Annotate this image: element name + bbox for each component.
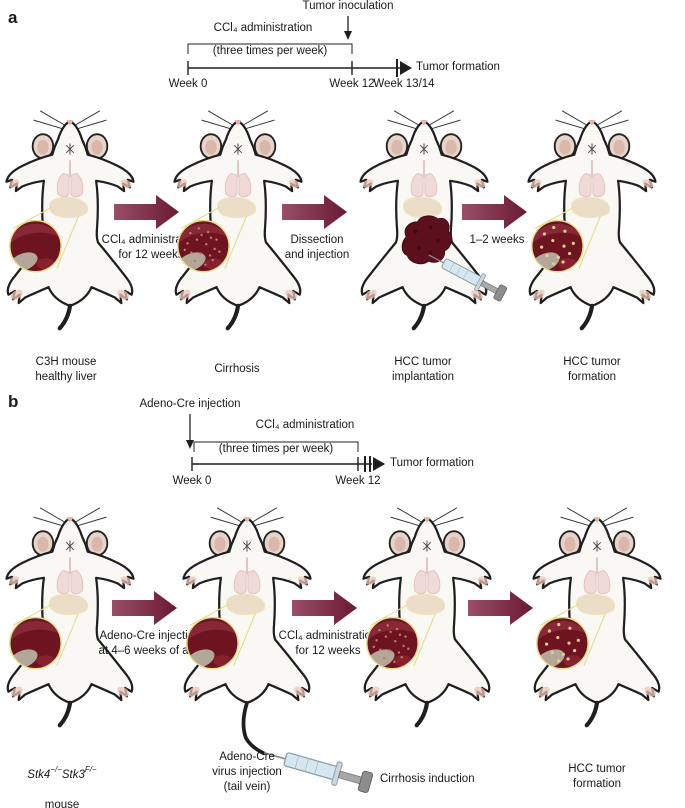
- caption-c3h-mouse: C3H mouse healthy liver: [35, 356, 97, 383]
- caption-cirrhosis-induction: Cirrhosis induction: [380, 773, 475, 785]
- flow-arrow-b2: [292, 591, 357, 625]
- arrow-a2-label: Dissection and injection: [284, 234, 350, 261]
- gene1: Stk4: [27, 768, 51, 781]
- flow-arrow-b1: [112, 591, 177, 625]
- tumor-icon: [401, 215, 453, 265]
- mouse-hcc-formation: [522, 108, 662, 332]
- caption-hcc-formation: HCC tumor formation: [563, 356, 621, 383]
- tail-vein: [241, 701, 266, 756]
- ccl4-administration-label-b: CCl₄ administration: [255, 419, 355, 431]
- ccl4-administration-label: CCl₄ administration: [213, 22, 313, 34]
- caption-cirrhosis: Cirrhosis: [214, 363, 260, 375]
- gene2-superscript: F/−: [84, 765, 97, 775]
- caption-adeno-cre-injection: Adeno-Cre virus injection (tail vein): [212, 751, 282, 793]
- week0-label: Week 0: [168, 78, 208, 90]
- panel-a-label: a: [8, 8, 18, 27]
- flow-arrow-a1: [114, 195, 179, 229]
- timeline-b: Adeno-Cre injection CCl₄ administration …: [120, 398, 540, 498]
- gene2: Stk3: [61, 768, 85, 781]
- caption-hcc-formation-b: HCC tumor formation: [568, 763, 626, 790]
- caption-stk-mouse-word: mouse: [44, 798, 80, 808]
- arrow-b2-label: CCl₄ administration for 12 weeks: [278, 630, 378, 657]
- timeline-a: Tumor inoculation CCl₄ administration (t…: [150, 0, 540, 100]
- mouse-illustration: [532, 506, 662, 729]
- mouse-hcc-formation-b: [527, 505, 667, 729]
- tumor-formation-label-b: Tumor formation: [390, 457, 474, 469]
- frequency-label-b: (three times per week): [218, 443, 334, 455]
- mouse-illustration: [359, 109, 509, 332]
- mouse-illustration: [527, 109, 657, 332]
- week1314-label: Week 13/14: [373, 78, 435, 90]
- mouse-hcc-implantation: [354, 108, 509, 332]
- week12-label: Week 12: [329, 78, 375, 90]
- timeline-a-graphic: [187, 16, 412, 77]
- flow-arrow-a2: [282, 195, 347, 229]
- mouse-adeno-cre-injection: [177, 505, 317, 756]
- adeno-cre-injection-label: Adeno-Cre injection: [139, 398, 241, 410]
- mouse-illustration: [182, 506, 312, 756]
- week0-label-b: Week 0: [172, 475, 212, 487]
- timeline-b-graphic: [186, 414, 385, 472]
- tumor-formation-label: Tumor formation: [416, 61, 500, 73]
- frequency-label: (three times per week): [212, 45, 328, 57]
- flow-arrow-a3: [462, 195, 527, 229]
- gene1-superscript: −/−: [50, 765, 62, 775]
- tumor-inoculation-label: Tumor inoculation: [302, 0, 394, 12]
- panel-b-label: b: [8, 392, 19, 411]
- caption-stk-mouse: Stk4−/−Stk3F/− mouse: [0, 753, 124, 808]
- week12-label-b: Week 12: [335, 475, 381, 487]
- arrow-a3-label: 1–2 weeks: [469, 234, 525, 246]
- caption-hcc-implantation: HCC tumor implantation: [391, 356, 454, 383]
- caption-stk-genotype: Stk4−/−Stk3F/−: [0, 765, 124, 783]
- flow-arrow-b3: [468, 591, 533, 625]
